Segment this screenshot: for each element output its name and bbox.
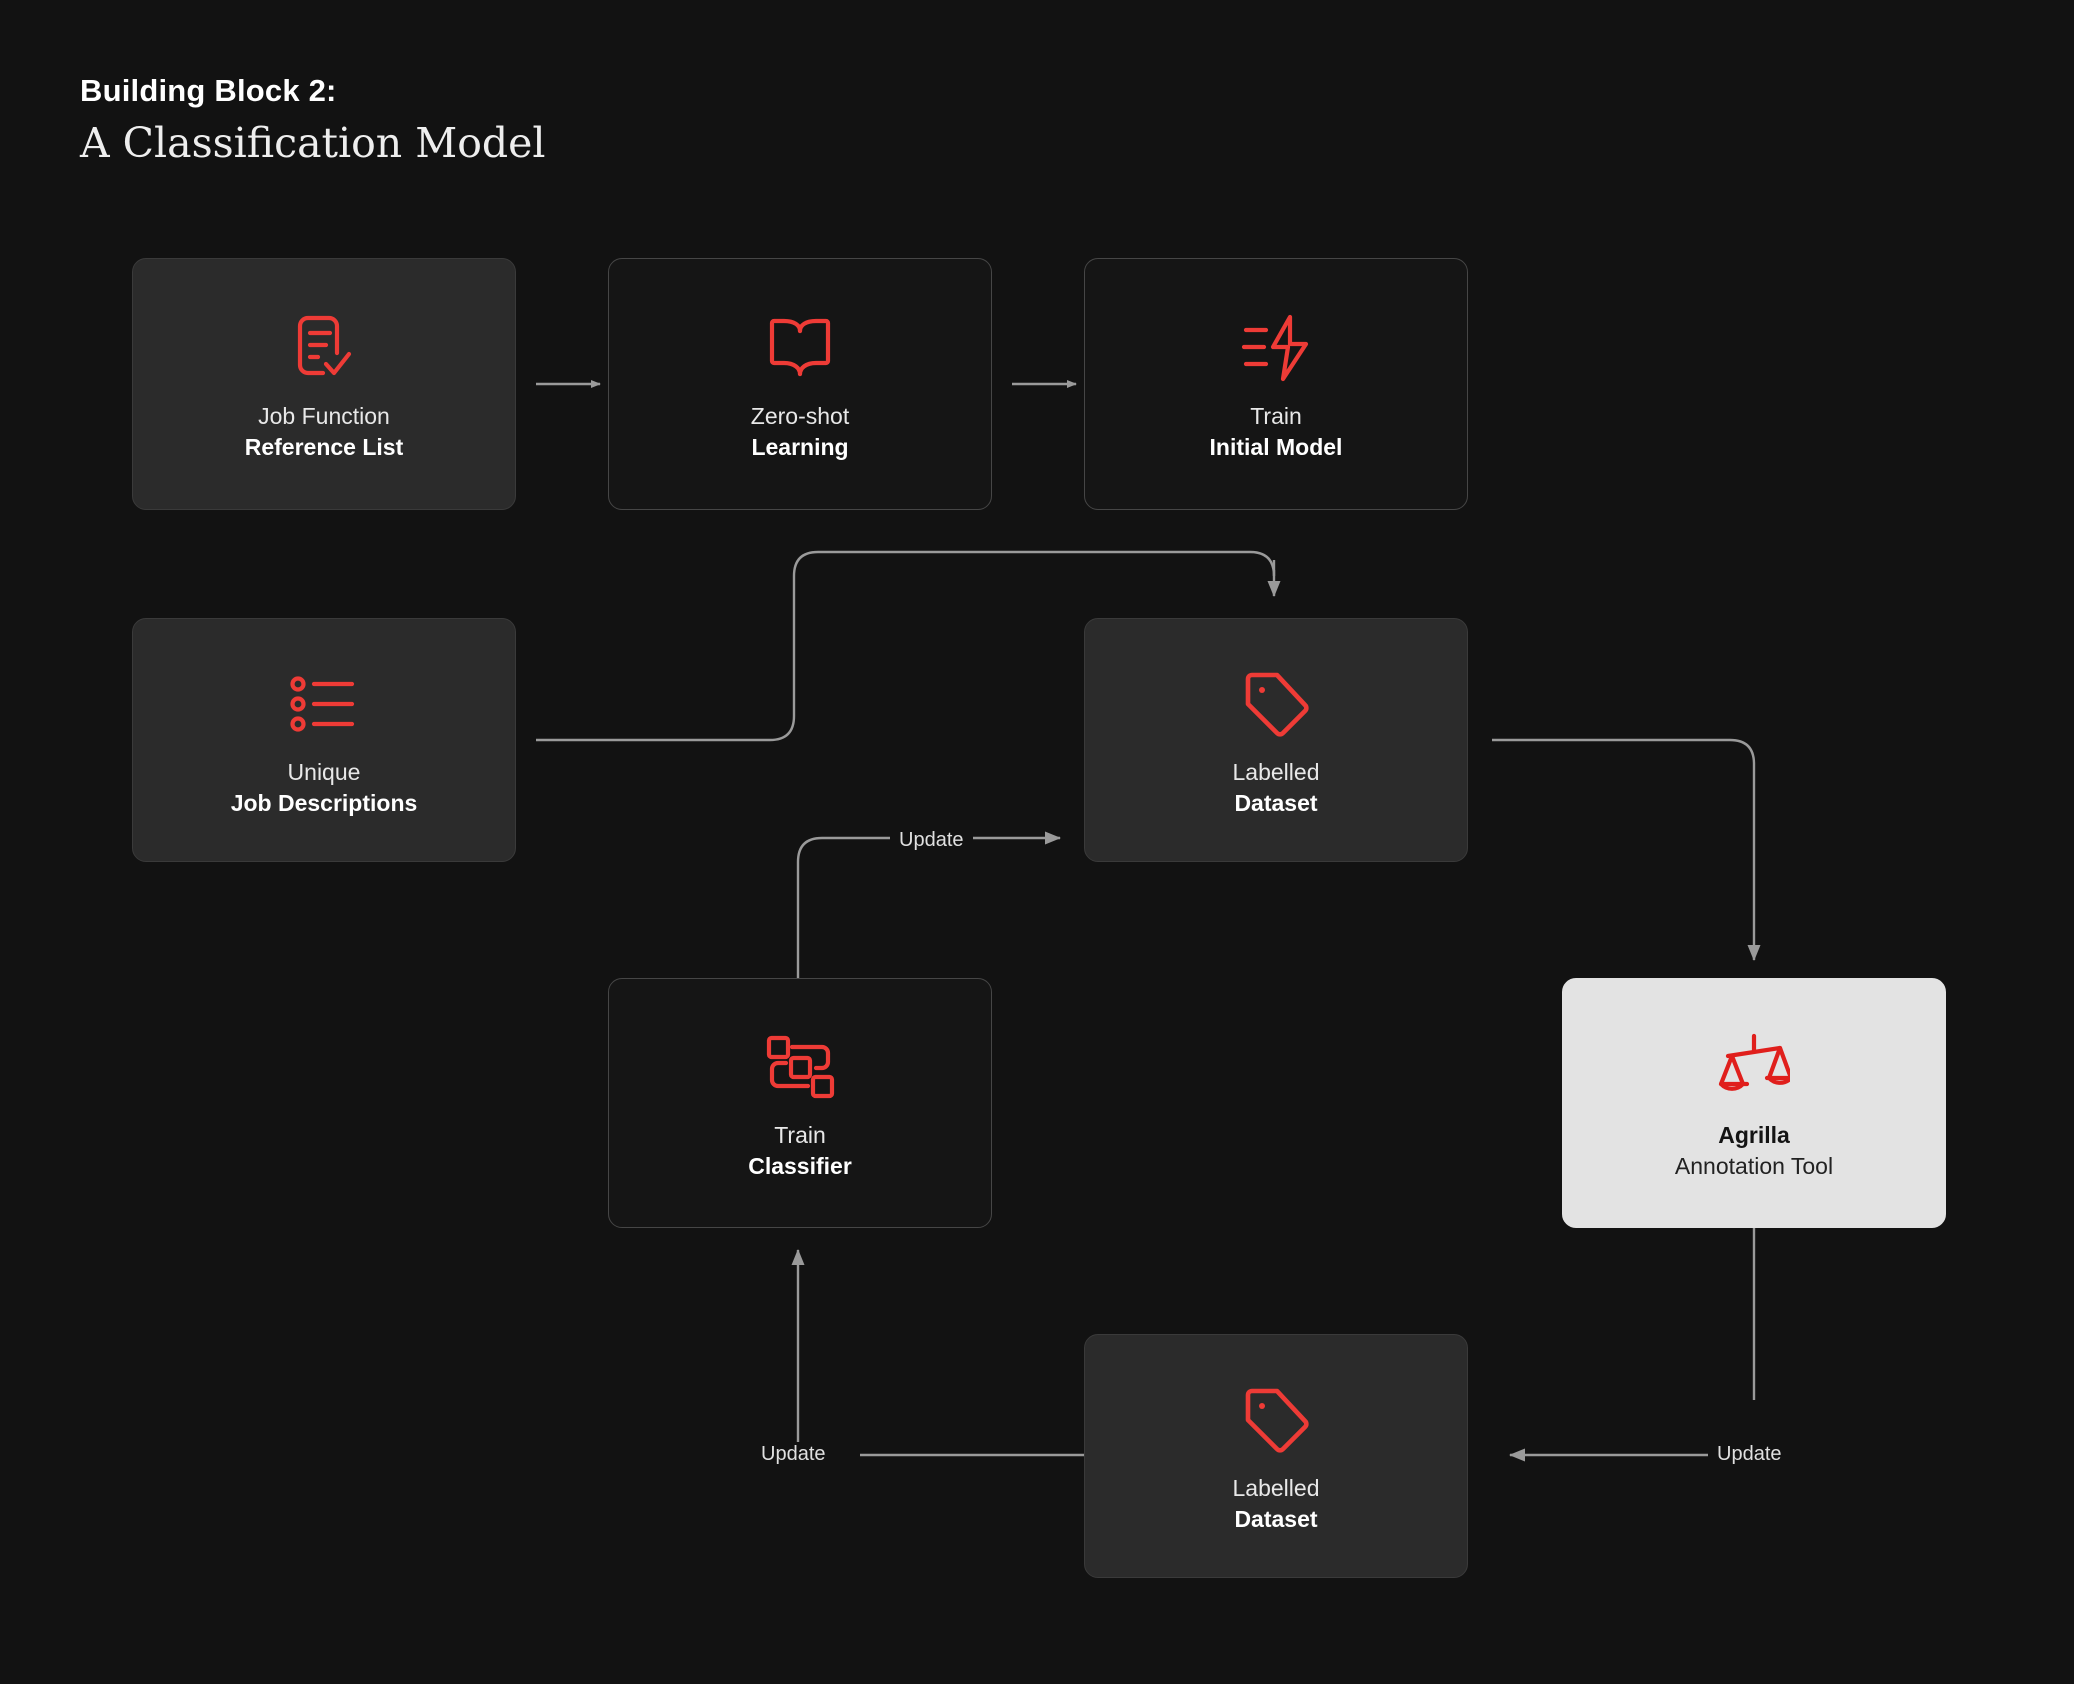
node-label-top: Labelled (1232, 758, 1320, 785)
node-graph-icon (764, 1024, 836, 1110)
node-train-initial-model[interactable]: Train Initial Model (1084, 258, 1468, 510)
node-label-bottom: Reference List (244, 434, 404, 460)
price-tag-icon (1241, 661, 1311, 747)
node-label-bottom: Initial Model (1209, 434, 1343, 460)
edge-label-update-annotation: Update (1708, 1442, 1791, 1466)
wire-classifier-to-labelled-top (796, 831, 1061, 1000)
node-label-top: Unique (287, 758, 361, 785)
document-check-icon (293, 305, 355, 391)
node-label-top: Agrilla (1718, 1121, 1790, 1148)
node-agrilla-annotation-tool[interactable]: Agrilla Annotation Tool (1562, 978, 1946, 1228)
lightning-bolt-icon (1240, 305, 1312, 391)
price-tag-icon (1241, 1377, 1311, 1463)
node-label-top: Train (774, 1121, 826, 1148)
node-labelled-dataset-bottom[interactable]: Labelled Dataset (1084, 1334, 1468, 1578)
edge-label-update-bottom-dataset: Update (752, 1442, 835, 1466)
title-main: A Classification Model (80, 118, 546, 167)
node-label-bottom: Job Descriptions (230, 790, 418, 816)
node-train-classifier[interactable]: Train Classifier (608, 978, 992, 1228)
node-zero-shot-learning[interactable]: Zero-shot Learning (608, 258, 992, 510)
node-label-bottom: Classifier (748, 1153, 852, 1179)
edge-label-update-classifier: Update (890, 828, 973, 852)
node-label-bottom: Annotation Tool (1674, 1153, 1834, 1179)
title-eyebrow: Building Block 2: (80, 73, 337, 108)
bullet-list-icon (290, 661, 358, 747)
wire-labelled-top-to-agrilla (1492, 738, 1761, 961)
node-label-top: Labelled (1232, 1474, 1320, 1501)
node-label-bottom: Learning (751, 434, 849, 460)
page-title: Building Block 2: A Classification Model (80, 72, 980, 170)
node-unique-job-descriptions[interactable]: Unique Job Descriptions (132, 618, 516, 862)
node-job-function-reference-list[interactable]: Job Function Reference List (132, 258, 516, 510)
node-labelled-dataset-top[interactable]: Labelled Dataset (1084, 618, 1468, 862)
node-label-top: Job Function (258, 402, 390, 429)
node-label-bottom: Dataset (1234, 1506, 1318, 1532)
node-label-bottom: Dataset (1234, 790, 1318, 816)
node-label-top: Train (1250, 402, 1302, 429)
node-label-top: Zero-shot (750, 402, 850, 429)
balance-scale-icon (1718, 1024, 1790, 1110)
open-book-icon (766, 305, 834, 391)
